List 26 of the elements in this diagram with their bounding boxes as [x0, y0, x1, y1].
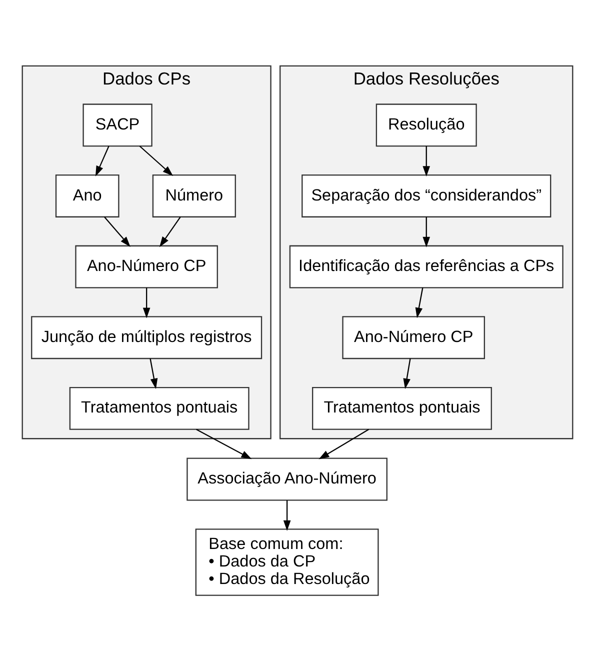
- node-box: SACP: [82, 103, 152, 146]
- arrow: [150, 358, 158, 388]
- arrow: [139, 145, 174, 176]
- arrow: [142, 287, 150, 318]
- node-box: Número: [152, 174, 236, 217]
- arrow: [318, 428, 370, 459]
- arrow: [422, 216, 430, 247]
- arrow: [159, 216, 181, 247]
- arrow: [95, 145, 110, 176]
- arrow: [415, 287, 424, 318]
- node-box: Tratamentos pontuais: [69, 386, 250, 430]
- node-box: Tratamentos pontuais: [312, 386, 492, 430]
- node-box: Junção de múltiplos registros: [31, 316, 262, 359]
- arrow: [422, 146, 430, 176]
- node-box: Ano-Número CP: [75, 244, 218, 288]
- node-box: Identificação das referências a CPs: [289, 244, 564, 288]
- arrow: [403, 358, 411, 388]
- arrow: [196, 428, 252, 459]
- node-box: Ano: [55, 174, 120, 217]
- node-box: Associação Ano-Número: [186, 457, 388, 500]
- node-box: Base comum com: • Dados da CP • Dados da Resolução: [195, 528, 379, 596]
- arrow: [104, 216, 130, 246]
- node-box: Separação dos “considerandos”: [302, 174, 552, 217]
- arrow: [283, 500, 291, 530]
- node-box: Resolução: [376, 103, 477, 146]
- node-box: Ano-Número CP: [342, 316, 485, 359]
